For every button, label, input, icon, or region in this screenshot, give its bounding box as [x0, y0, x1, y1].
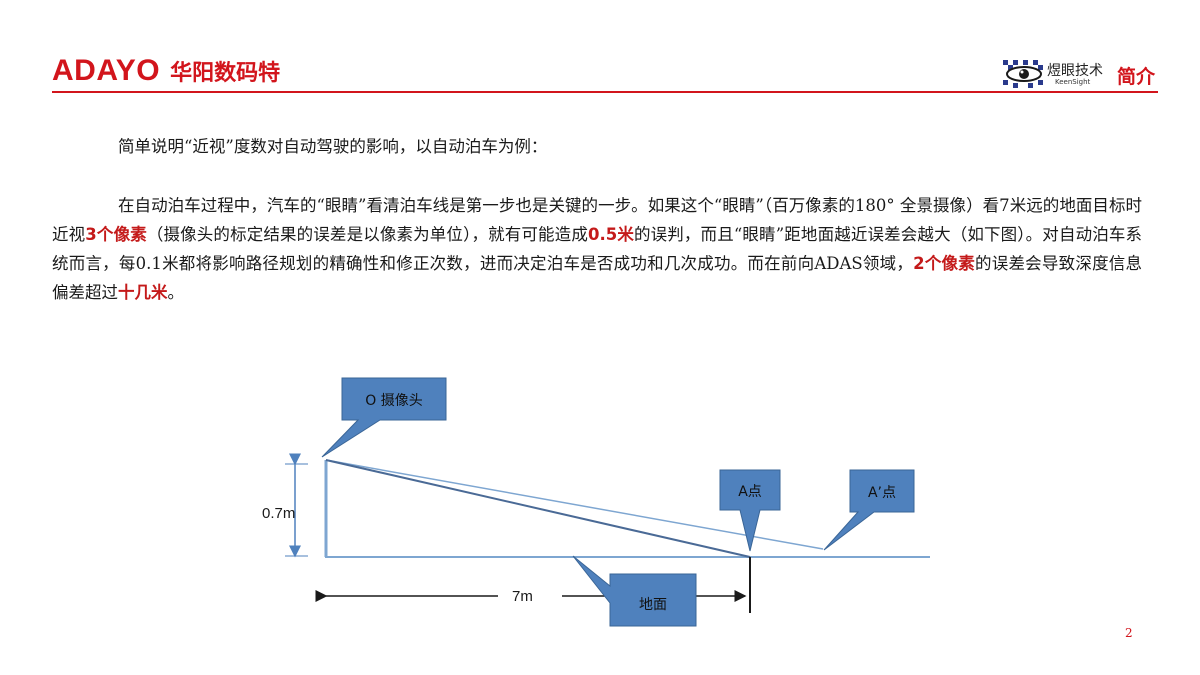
paragraph-text: 的误差会导致深度信息偏差超过: [52, 254, 1143, 302]
paragraph-text: 在自动泊车过程中，汽车的“眼睛”看清泊车线是第一步也是关键的一步。如果这个“眼睛…: [52, 196, 1142, 244]
highlight-0.5m: 0.5米: [587, 225, 634, 244]
camera-callout: [321, 377, 447, 458]
camera-label: O 摄像头: [365, 393, 423, 409]
point-a-prime-label: A’点: [867, 485, 897, 501]
point-a-prime-callout: [823, 469, 915, 551]
brand-logo: ADAYO 华阳数码特: [52, 54, 280, 88]
parking-error-diagram: O 摄像头 A点 A’点 地面 0.7m 7m: [230, 360, 950, 640]
point-a-label: A点: [738, 484, 762, 500]
height-label: 0.7m: [262, 505, 296, 522]
sight-line-to-a: [325, 459, 751, 558]
point-a-callout: [719, 469, 781, 552]
diagram-graphic: [285, 377, 930, 627]
brand-logo-chinese: 华阳数码特: [170, 61, 281, 86]
brand-logo-latin: ADAYO: [52, 54, 161, 87]
header-divider: [52, 91, 1158, 93]
paragraph-text: （摄像头的标定结果的误差是以像素为单位），就有可能造成: [146, 225, 588, 244]
highlight-2-pixels: 2个像素: [913, 254, 975, 273]
paragraph-text: 。: [167, 283, 185, 302]
section-title: 简介: [1117, 66, 1156, 88]
ground-callout: [572, 555, 697, 627]
eye-icon: [1003, 60, 1045, 88]
distance-label: 7m: [512, 588, 533, 605]
partner-logo: 煜眼技术 KeenSight: [1003, 60, 1111, 88]
paragraph-text: 的误判，而且“眼睛”距地面越近误差会越大（如下图）。对自动泊车系统而言，每0.1…: [52, 225, 1143, 273]
page-number: 2: [1125, 626, 1133, 640]
highlight-3-pixels: 3个像素: [85, 225, 147, 244]
ground-label: 地面: [639, 597, 667, 613]
highlight-tens-of-meters: 十几米: [118, 283, 168, 302]
slide-header: ADAYO 华阳数码特 煜眼技术 KeenSight 简介: [0, 0, 1200, 100]
intro-paragraph: 简单说明“近视”度数对自动驾驶的影响，以自动泊车为例：: [118, 137, 548, 156]
sight-line-to-a-prime: [325, 459, 824, 550]
partner-subname: KeenSight: [1055, 78, 1091, 86]
main-paragraph: 在自动泊车过程中，汽车的“眼睛”看清泊车线是第一步也是关键的一步。如果这个“眼睛…: [52, 191, 1142, 307]
partner-name: 煜眼技术: [1047, 63, 1103, 79]
slide-body: 简单说明“近视”度数对自动驾驶的影响，以自动泊车为例： 在自动泊车过程中，汽车的…: [52, 132, 1142, 307]
